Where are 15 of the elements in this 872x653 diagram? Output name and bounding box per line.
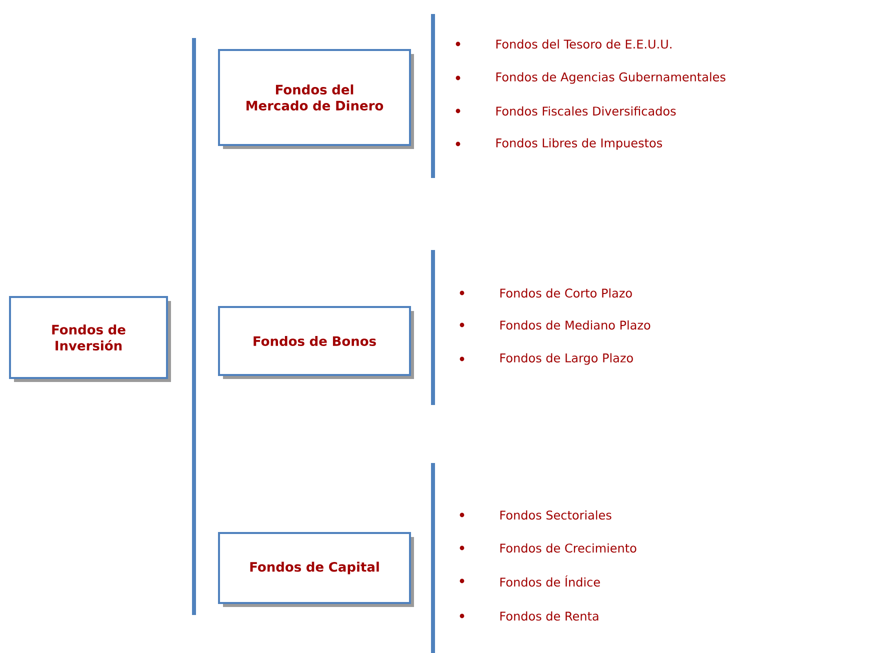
- bullet-item: Fondos de Mediano Plazo: [460, 320, 650, 330]
- bullet-item: Fondos Sectoriales: [460, 510, 612, 520]
- category-box: Fondos de Inversión: [9, 296, 171, 382]
- bullet-item: Fondos Libres de Impuestos: [456, 138, 662, 150]
- category-box: Fondos de Capital: [218, 532, 414, 607]
- bullet-item: Fondos de Crecimiento: [460, 543, 636, 553]
- bullet-item: Fondos de Índice: [460, 575, 600, 587]
- category-box: Fondos de Bonos: [218, 306, 414, 379]
- category-box: Fondos del Mercado de Dinero: [218, 49, 414, 149]
- bullet-item: Fondos del Tesoro de E.E.U.U.: [456, 39, 672, 49]
- bullet-item: Fondos de Largo Plazo: [460, 353, 633, 365]
- bullet-item: Fondos Fiscales Diversificados: [456, 106, 676, 116]
- bullet-item: Fondos de Renta: [460, 611, 598, 621]
- bullet-item: Fondos de Corto Plazo: [460, 288, 632, 298]
- bullet-item: Fondos de Agencias Gubernamentales: [456, 72, 726, 84]
